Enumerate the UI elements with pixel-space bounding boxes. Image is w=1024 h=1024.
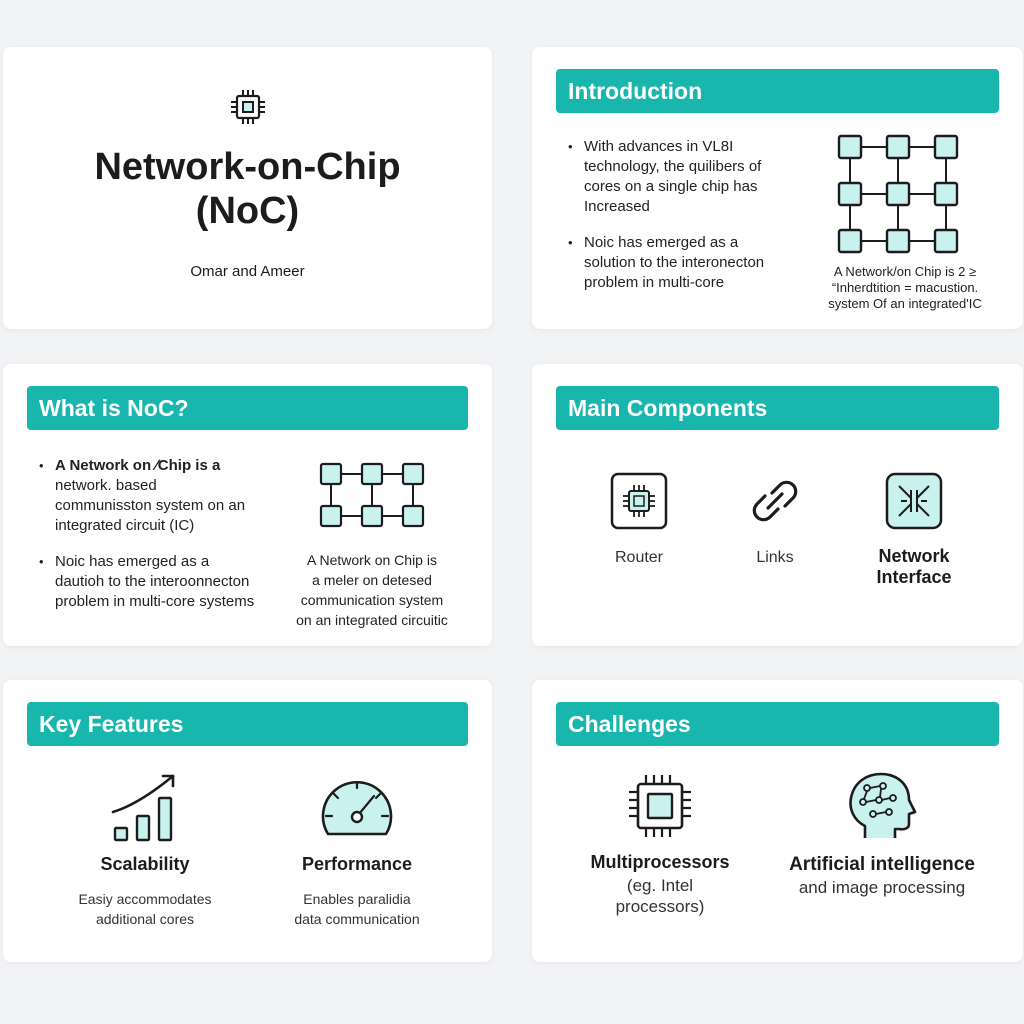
what-is-noc-heading: What is NoC? xyxy=(27,386,468,430)
challenges-card: Challenges Multiprocessors (eg. Intel pr… xyxy=(532,680,1023,962)
key-features-card: Key Features Scalability Easiy accommoda… xyxy=(3,680,492,962)
introduction-card: Introduction With advances in VL8I techn… xyxy=(532,47,1023,329)
feature-title: Scalability xyxy=(100,854,190,874)
authors: Omar and Ameer xyxy=(190,263,305,280)
main-components-heading: Main Components xyxy=(556,386,999,430)
diagram-caption: A Network/on Chip is 2 ≥ “Inherdtition =… xyxy=(828,264,982,311)
component-router: Router xyxy=(589,472,689,568)
ai-head-icon xyxy=(849,772,917,838)
mesh-network-icon xyxy=(836,133,962,260)
challenge-description: and image processing xyxy=(798,878,966,897)
link-icon xyxy=(752,480,798,522)
feature-scalability: Scalability Easiy accommodates additiona… xyxy=(55,772,235,929)
key-features-heading: Key Features xyxy=(27,702,468,746)
growth-chart-icon xyxy=(111,774,175,842)
introduction-heading: Introduction xyxy=(556,69,999,113)
introduction-bullets: With advances in VL8I technology, the qu… xyxy=(566,137,781,309)
challenge-ai: Artificial intelligence and image proces… xyxy=(777,770,987,898)
main-components-card: Main Components Router Links xyxy=(532,364,1023,646)
what-is-noc-bullets: A Network on ∕Chip is a network. based c… xyxy=(37,456,257,628)
chip-icon xyxy=(228,87,268,132)
list-item: A Network on ∕Chip is a network. based c… xyxy=(37,456,257,536)
component-network-interface: Network Interface xyxy=(854,472,974,588)
feature-description: Easiy accommodates additional cores xyxy=(78,891,212,927)
feature-performance: Performance Enables paralidia data commu… xyxy=(267,772,447,929)
what-is-noc-card: What is NoC? A Network on ∕Chip is a net… xyxy=(3,364,492,646)
challenge-title: Artificial intelligence xyxy=(789,854,975,875)
challenges-heading: Challenges xyxy=(556,702,999,746)
challenge-title: Multiprocessors xyxy=(590,852,730,872)
component-label: Links xyxy=(756,549,794,566)
bullet-lead: A Network on ∕Chip is a xyxy=(55,457,221,474)
feature-title: Performance xyxy=(301,854,413,874)
challenge-multiprocessors: Multiprocessors (eg. Intel processors) xyxy=(570,772,750,917)
feature-description: Enables paralidia data communication xyxy=(294,891,420,927)
main-title: Network-on-Chip (NoC) xyxy=(94,146,401,232)
network-interface-icon xyxy=(885,472,943,530)
component-label: Network Interface xyxy=(876,546,952,587)
challenge-description: (eg. Intel processors) xyxy=(615,876,705,916)
router-icon xyxy=(610,472,668,530)
diagram-caption: A Network on Chip is a meler on detesed … xyxy=(296,552,448,628)
component-label: Router xyxy=(614,549,664,566)
title-slide-card: Network-on-Chip (NoC) Omar and Ameer xyxy=(3,47,492,329)
list-item: Noic has emerged as a solution to the in… xyxy=(566,233,781,293)
speedometer-icon xyxy=(321,780,393,836)
processor-icon xyxy=(629,775,691,837)
mesh-network-icon xyxy=(317,460,427,535)
list-item: Noic has emerged as a dautioh to the int… xyxy=(37,552,257,612)
component-links: Links xyxy=(725,472,825,568)
list-item: With advances in VL8I technology, the qu… xyxy=(566,137,781,217)
